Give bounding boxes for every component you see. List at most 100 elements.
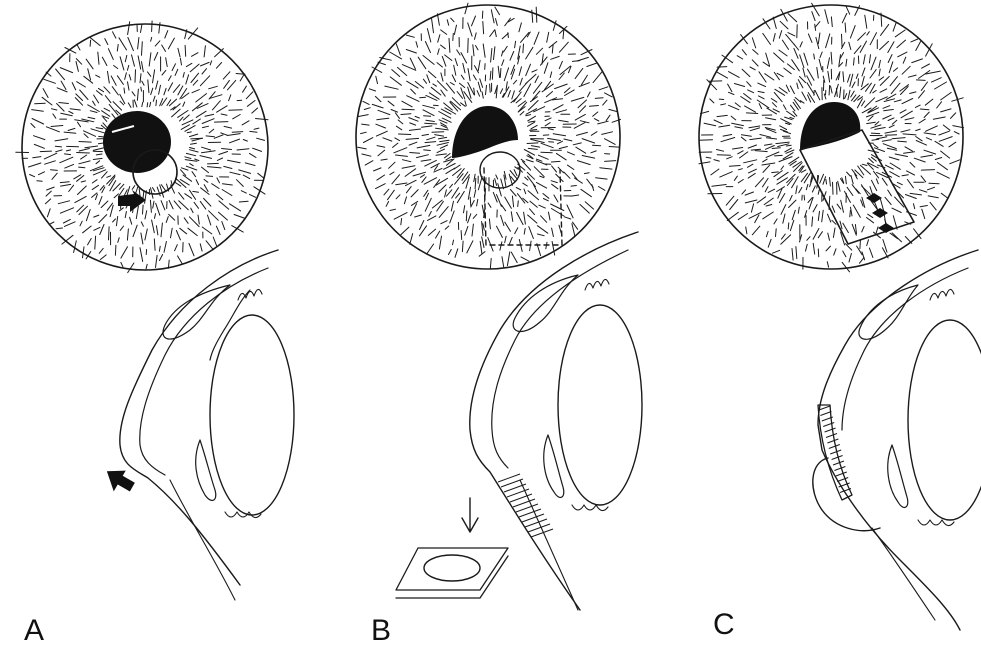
iris-fiber [818, 180, 826, 257]
iris-fiber [488, 178, 493, 269]
iris-fiber [22, 151, 102, 159]
iris-fiber [390, 164, 455, 211]
panel-a-sclera-outer [120, 250, 278, 585]
iris-fiber [704, 123, 791, 133]
iris-fiber [872, 157, 948, 197]
iris-fiber [30, 158, 103, 176]
iris-fiber [825, 10, 830, 95]
iris-fiber [531, 146, 616, 162]
iris-fiber [90, 40, 124, 105]
panel-c-ciliary-upper [930, 289, 954, 300]
hatch-line [836, 472, 847, 476]
iris-fiber [47, 172, 107, 217]
iris-fiber [518, 54, 575, 106]
iris-fiber [872, 155, 940, 184]
iris-fiber [47, 166, 103, 190]
iris-fiber [781, 9, 814, 95]
iris-fiber [83, 184, 124, 257]
iris-fiber [358, 140, 449, 149]
panel-b-graft-tray [396, 548, 508, 598]
iris-fiber [702, 135, 790, 138]
iris-fiber [840, 6, 860, 98]
iris-fiber [749, 166, 803, 218]
hatch-line [830, 450, 841, 454]
iris-fiber [191, 138, 265, 144]
iris-fiber [46, 168, 104, 196]
panel-c-pupil [800, 102, 860, 150]
iris-fiber [32, 119, 106, 138]
iris-fiber [180, 179, 243, 232]
panel-c-cornea [859, 285, 918, 339]
iris-fiber [362, 143, 449, 157]
hatch-line [820, 412, 831, 416]
iris-fiber [516, 42, 568, 103]
iris-fiber [528, 100, 608, 126]
panel-b-pupil [452, 106, 518, 158]
iris-fiber [90, 38, 125, 104]
panel-b-graft-disc [424, 555, 480, 581]
panel-c-sclera-inner [842, 268, 968, 430]
iris-fiber [185, 101, 255, 132]
iris-fiber [439, 177, 469, 249]
iris-fiber [868, 71, 930, 113]
iris-fiber [372, 67, 451, 114]
iris-fiber [842, 178, 865, 260]
iris-fiber [472, 16, 484, 98]
panel-c-lens [908, 320, 981, 520]
iris-fiber [523, 162, 590, 214]
panel-b-lens [558, 305, 642, 505]
iris-fiber [719, 99, 791, 124]
iris-fiber [390, 52, 458, 111]
iris-fiber [708, 157, 792, 194]
iris-fiber [763, 19, 811, 102]
iris-fiber [361, 131, 444, 136]
iris-fiber [529, 93, 613, 122]
iris-fiber [181, 168, 248, 202]
iris-fiber [171, 181, 217, 246]
iris-fiber [526, 160, 591, 197]
iris-fiber [860, 165, 916, 215]
iris-fiber [511, 26, 567, 102]
hatch-line [834, 467, 845, 471]
iris-fiber [34, 136, 106, 144]
panel-b-sclera-outer [470, 232, 638, 610]
panel-a-label: A [24, 616, 44, 646]
panel-c-iris-view [699, 3, 964, 272]
iris-fiber [160, 185, 183, 252]
iris-fiber [34, 144, 97, 148]
iris-fiber [406, 35, 465, 106]
iris-fiber [46, 72, 109, 118]
iris-fiber [844, 15, 867, 99]
iris-fiber [495, 179, 510, 266]
iris-fiber [406, 50, 460, 106]
hatch-line [832, 456, 843, 460]
iris-fiber [401, 165, 460, 225]
iris-fiber [875, 113, 956, 129]
iris-fiber [854, 30, 905, 102]
iris-fiber [119, 38, 137, 107]
iris-fiber [463, 18, 480, 97]
panel-c [699, 3, 981, 630]
panel-c-ciliary-lower [918, 520, 954, 526]
iris-fiber [149, 189, 157, 267]
iris-fiber [31, 124, 106, 139]
panel-c-arrow-icon-3 [878, 223, 894, 233]
panel-c-posterior-line [872, 528, 935, 620]
iris-fiber [171, 62, 209, 110]
iris-fiber [362, 124, 444, 132]
panel-c-arrow-icon-2 [872, 208, 888, 218]
iris-fiber [826, 178, 831, 268]
panel-a-pupil [103, 111, 171, 173]
iris-fiber [530, 132, 613, 136]
iris-fiber [157, 187, 182, 263]
iris-fiber [493, 180, 503, 267]
iris-fiber [730, 161, 797, 209]
iris-fiber [428, 172, 468, 236]
panel-c-arrow-icon-1 [866, 193, 882, 203]
iris-fiber [465, 3, 481, 92]
iris-fiber [482, 11, 486, 95]
iris-fiber [752, 170, 806, 235]
iris-fiber [451, 18, 475, 95]
iris-fiber [495, 18, 511, 94]
panel-b-tray-bottom [396, 556, 508, 598]
